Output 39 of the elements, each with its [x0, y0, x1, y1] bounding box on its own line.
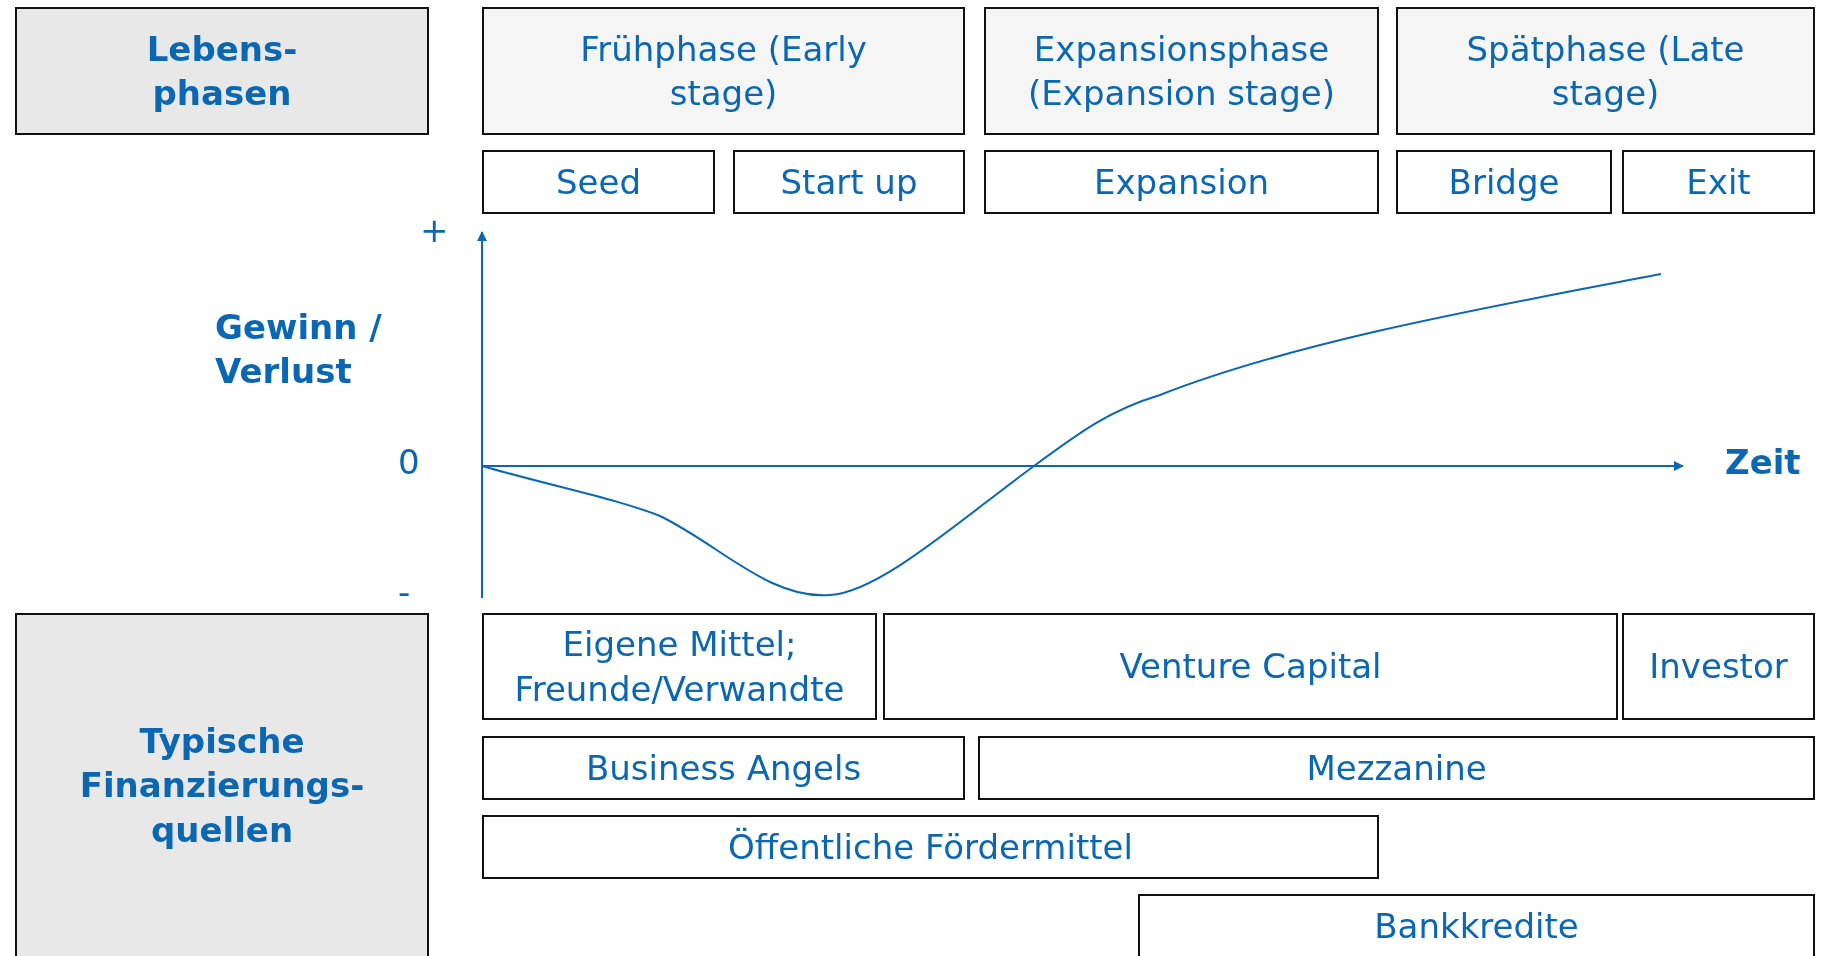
- stage-box: [733, 150, 965, 214]
- funding-box: [883, 613, 1618, 720]
- box-label: Expansion: [1093, 160, 1270, 204]
- box-label: Bridge: [1448, 160, 1560, 204]
- stage-box: [482, 150, 715, 214]
- heading-text: Lebens-phasen: [145, 27, 299, 115]
- box-label: Öffentliche Fördermittel: [728, 825, 1133, 869]
- axis-title: Zeit: [1725, 441, 1802, 484]
- stage-box: [984, 150, 1379, 214]
- box-label: Seed: [556, 160, 641, 204]
- funding-box: [482, 815, 1379, 879]
- heading-box: [15, 7, 429, 135]
- heading-text: Typische Finanzierungs-quellen: [78, 720, 366, 852]
- axis-tick-label: 0: [398, 441, 421, 484]
- box-label: Exit: [1686, 160, 1751, 204]
- phase-box: [482, 7, 965, 135]
- funding-box: [482, 613, 877, 720]
- stage-box: [1396, 150, 1612, 214]
- box-label: Start up: [780, 160, 918, 204]
- funding-box: [978, 736, 1815, 800]
- axis-title: Gewinn / Verlust: [215, 306, 383, 394]
- box-label: Eigene Mittel; Freunde/Verwandte: [513, 623, 846, 711]
- axis-tick-label: -: [398, 571, 412, 614]
- funding-box: [1622, 613, 1815, 720]
- box-label: Business Angels: [585, 746, 862, 790]
- box-label: Expansionsphase (Expansion stage): [1027, 27, 1336, 115]
- phase-box: [984, 7, 1379, 135]
- box-label: Spätphase (Late stage): [1465, 27, 1746, 115]
- funding-box: [1138, 894, 1815, 956]
- box-label: Mezzanine: [1306, 746, 1487, 790]
- heading-box: [15, 613, 429, 956]
- box-label: Investor: [1649, 645, 1788, 689]
- box-label: Frühphase (Early stage): [579, 27, 868, 115]
- box-label: Bankkredite: [1374, 904, 1579, 948]
- stage-box: [1622, 150, 1815, 214]
- axis-tick-label: +: [420, 209, 450, 252]
- box-label: Venture Capital: [1119, 645, 1382, 689]
- funding-box: [482, 736, 965, 800]
- phase-box: [1396, 7, 1815, 135]
